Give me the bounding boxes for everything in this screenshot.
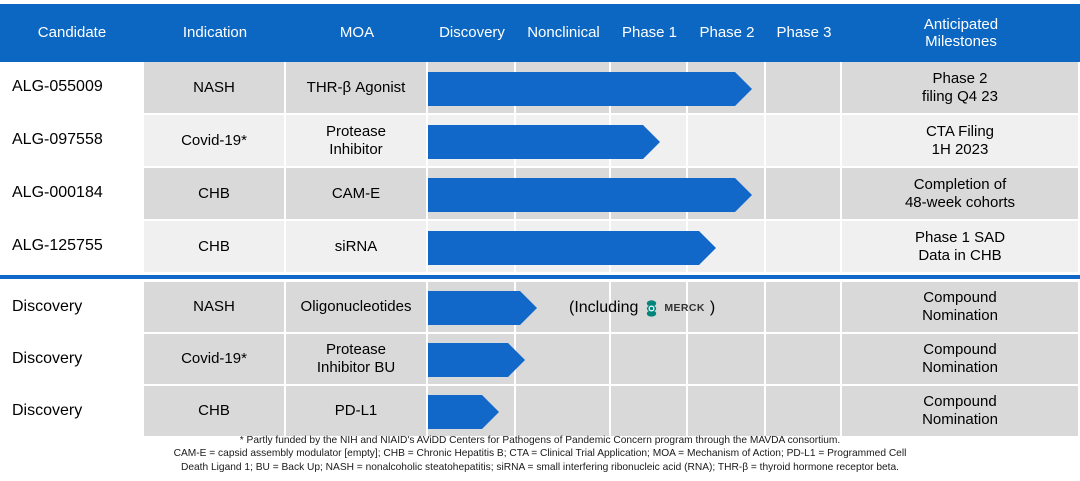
cell-track-nonclinical [516, 115, 611, 168]
cell-track-phase-2 [688, 115, 766, 168]
cell-track-nonclinical [516, 386, 611, 438]
cell-track-phase-1 [611, 282, 688, 334]
cell-track-discovery [428, 282, 516, 334]
cell-track-phase-2 [688, 282, 766, 334]
cell-track-phase-1 [611, 221, 688, 274]
cell-candidate: ALG-097558 [0, 115, 144, 168]
cell-candidate: Discovery [0, 386, 144, 438]
column-header-candidate: Candidate [37, 24, 107, 42]
footnote-line-1: * Partly funded by the NIH and NIAID's A… [239, 435, 841, 446]
cell-track-phase-1 [611, 115, 688, 168]
cell-indication: Covid-19* [144, 334, 286, 386]
cell-candidate: Discovery [0, 334, 144, 386]
cell-track-phase-2 [688, 168, 766, 221]
cell-track-phase-1 [611, 334, 688, 386]
cell-track-nonclinical [516, 221, 611, 274]
cell-indication: Covid-19* [144, 115, 286, 168]
cell-track-discovery [428, 386, 516, 438]
cell-track-phase-3 [766, 62, 842, 115]
cell-moa: PD-L1 [286, 386, 428, 438]
footnote-line-3: Death Ligand 1; BU = Back Up; NASH = non… [180, 461, 899, 473]
cell-track-phase-2 [688, 62, 766, 115]
cell-moa: THR-β Agonist [286, 62, 428, 115]
cell-moa: siRNA [286, 221, 428, 274]
cell-track-phase-1 [611, 168, 688, 221]
cell-track-phase-1 [611, 386, 688, 438]
cell-track-discovery [428, 115, 516, 168]
cell-indication: NASH [144, 282, 286, 334]
cell-indication: CHB [144, 221, 286, 274]
column-header-nonclinical: Nonclinical [527, 24, 600, 42]
cell-track-discovery [428, 334, 516, 386]
footnotes: * Partly funded by the NIH and NIAID's A… [0, 434, 1080, 474]
cell-track-discovery [428, 221, 516, 274]
column-header-indication: Indication [182, 24, 248, 42]
cell-candidate: ALG-055009 [0, 62, 144, 115]
column-header-phase-2: Phase 2 [699, 24, 755, 42]
cell-track-phase-3 [766, 386, 842, 438]
column-header-phase-3: Phase 3 [776, 24, 832, 42]
cell-indication: CHB [144, 168, 286, 221]
cell-track-phase-1 [611, 62, 688, 115]
cell-track-discovery [428, 168, 516, 221]
table-header-row: Candidate Indication MOA Discovery Nonclinic… [0, 4, 1080, 62]
cell-track-nonclinical [516, 282, 611, 334]
cell-candidate: ALG-125755 [0, 221, 144, 274]
cell-candidate: Discovery [0, 282, 144, 334]
column-header-phase-1: Phase 1 [621, 24, 678, 42]
cell-track-phase-2 [688, 386, 766, 438]
cell-candidate: ALG-000184 [0, 168, 144, 221]
cell-track-phase-3 [766, 334, 842, 386]
cell-track-nonclinical [516, 62, 611, 115]
cell-track-phase-3 [766, 168, 842, 221]
section-divider [0, 275, 1080, 279]
cell-track-phase-2 [688, 334, 766, 386]
cell-track-phase-3 [766, 115, 842, 168]
column-header-moa: MOA [339, 24, 375, 42]
cell-track-phase-3 [766, 221, 842, 274]
column-header-discovery: Discovery [439, 24, 505, 42]
cell-indication: NASH [144, 62, 286, 115]
footnote-line-2: CAM-E = capsid assembly modulator [empty… [173, 448, 907, 460]
cell-track-phase-3 [766, 282, 842, 334]
cell-moa: CAM-E [286, 168, 428, 221]
cell-track-phase-2 [688, 221, 766, 274]
cell-track-discovery [428, 62, 516, 115]
cell-track-nonclinical [516, 334, 611, 386]
cell-track-nonclinical [516, 168, 611, 221]
cell-moa: Oligonucleotides [286, 282, 428, 334]
cell-indication: CHB [144, 386, 286, 438]
